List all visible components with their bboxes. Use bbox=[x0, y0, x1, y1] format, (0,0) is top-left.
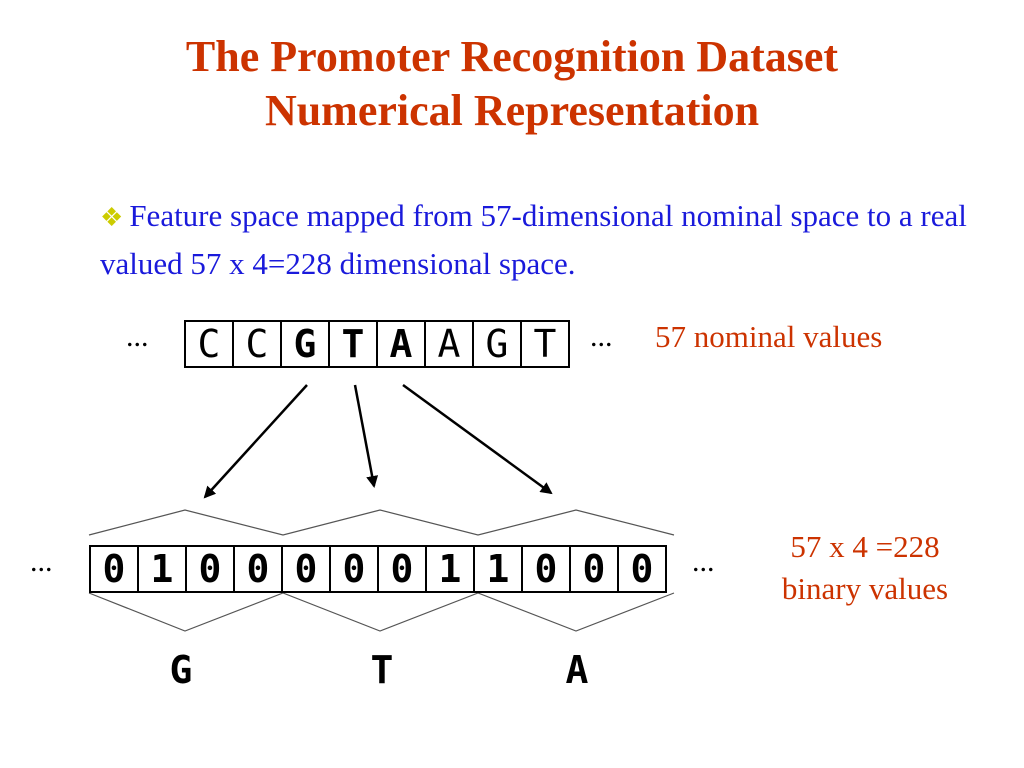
binary-cell: 1 bbox=[473, 545, 523, 593]
group-letter-a: A bbox=[565, 648, 589, 692]
title-line-1: The Promoter Recognition Dataset bbox=[185, 32, 839, 81]
binary-cell: 0 bbox=[377, 545, 427, 593]
binary-cell: 0 bbox=[521, 545, 571, 593]
binary-ellipsis-right: ... bbox=[692, 545, 715, 578]
group-letter-t: T bbox=[370, 648, 394, 692]
binary-values-label: 57 x 4 =228 binary values bbox=[745, 526, 985, 610]
slide-title: The Promoter Recognition Dataset Numeric… bbox=[0, 30, 1024, 138]
nominal-values-label: 57 nominal values bbox=[655, 319, 883, 354]
binary-label-line-2: binary values bbox=[781, 571, 949, 606]
arrow-a bbox=[402, 383, 553, 495]
arrow-t bbox=[353, 384, 379, 488]
binary-cell: 1 bbox=[425, 545, 475, 593]
bullet-point: ❖Feature space mapped from 57-dimensiona… bbox=[100, 193, 1000, 287]
sequence-ellipsis-right: ... bbox=[590, 320, 613, 353]
binary-cell: 1 bbox=[137, 545, 187, 593]
bottom-bracket bbox=[88, 592, 675, 632]
sequence-ellipsis-left: ... bbox=[126, 320, 149, 353]
top-bracket bbox=[88, 509, 675, 536]
diamond-bullet-icon: ❖ bbox=[100, 203, 124, 232]
binary-ellipsis-left: ... bbox=[30, 545, 53, 578]
binary-label-line-1: 57 x 4 =228 bbox=[790, 529, 940, 564]
binary-cell: 0 bbox=[281, 545, 331, 593]
title-line-2: Numerical Representation bbox=[264, 86, 760, 135]
binary-cell: 0 bbox=[569, 545, 619, 593]
sequence-cell: T bbox=[520, 320, 570, 368]
binary-cell: 0 bbox=[185, 545, 235, 593]
group-letter-g: G bbox=[169, 648, 193, 692]
binary-cell: 0 bbox=[233, 545, 283, 593]
arrow-g bbox=[203, 384, 308, 499]
binary-cell: 0 bbox=[89, 545, 139, 593]
bullet-text: Feature space mapped from 57-dimensional… bbox=[100, 198, 967, 281]
binary-cell: 0 bbox=[617, 545, 667, 593]
binary-cell: 0 bbox=[329, 545, 379, 593]
